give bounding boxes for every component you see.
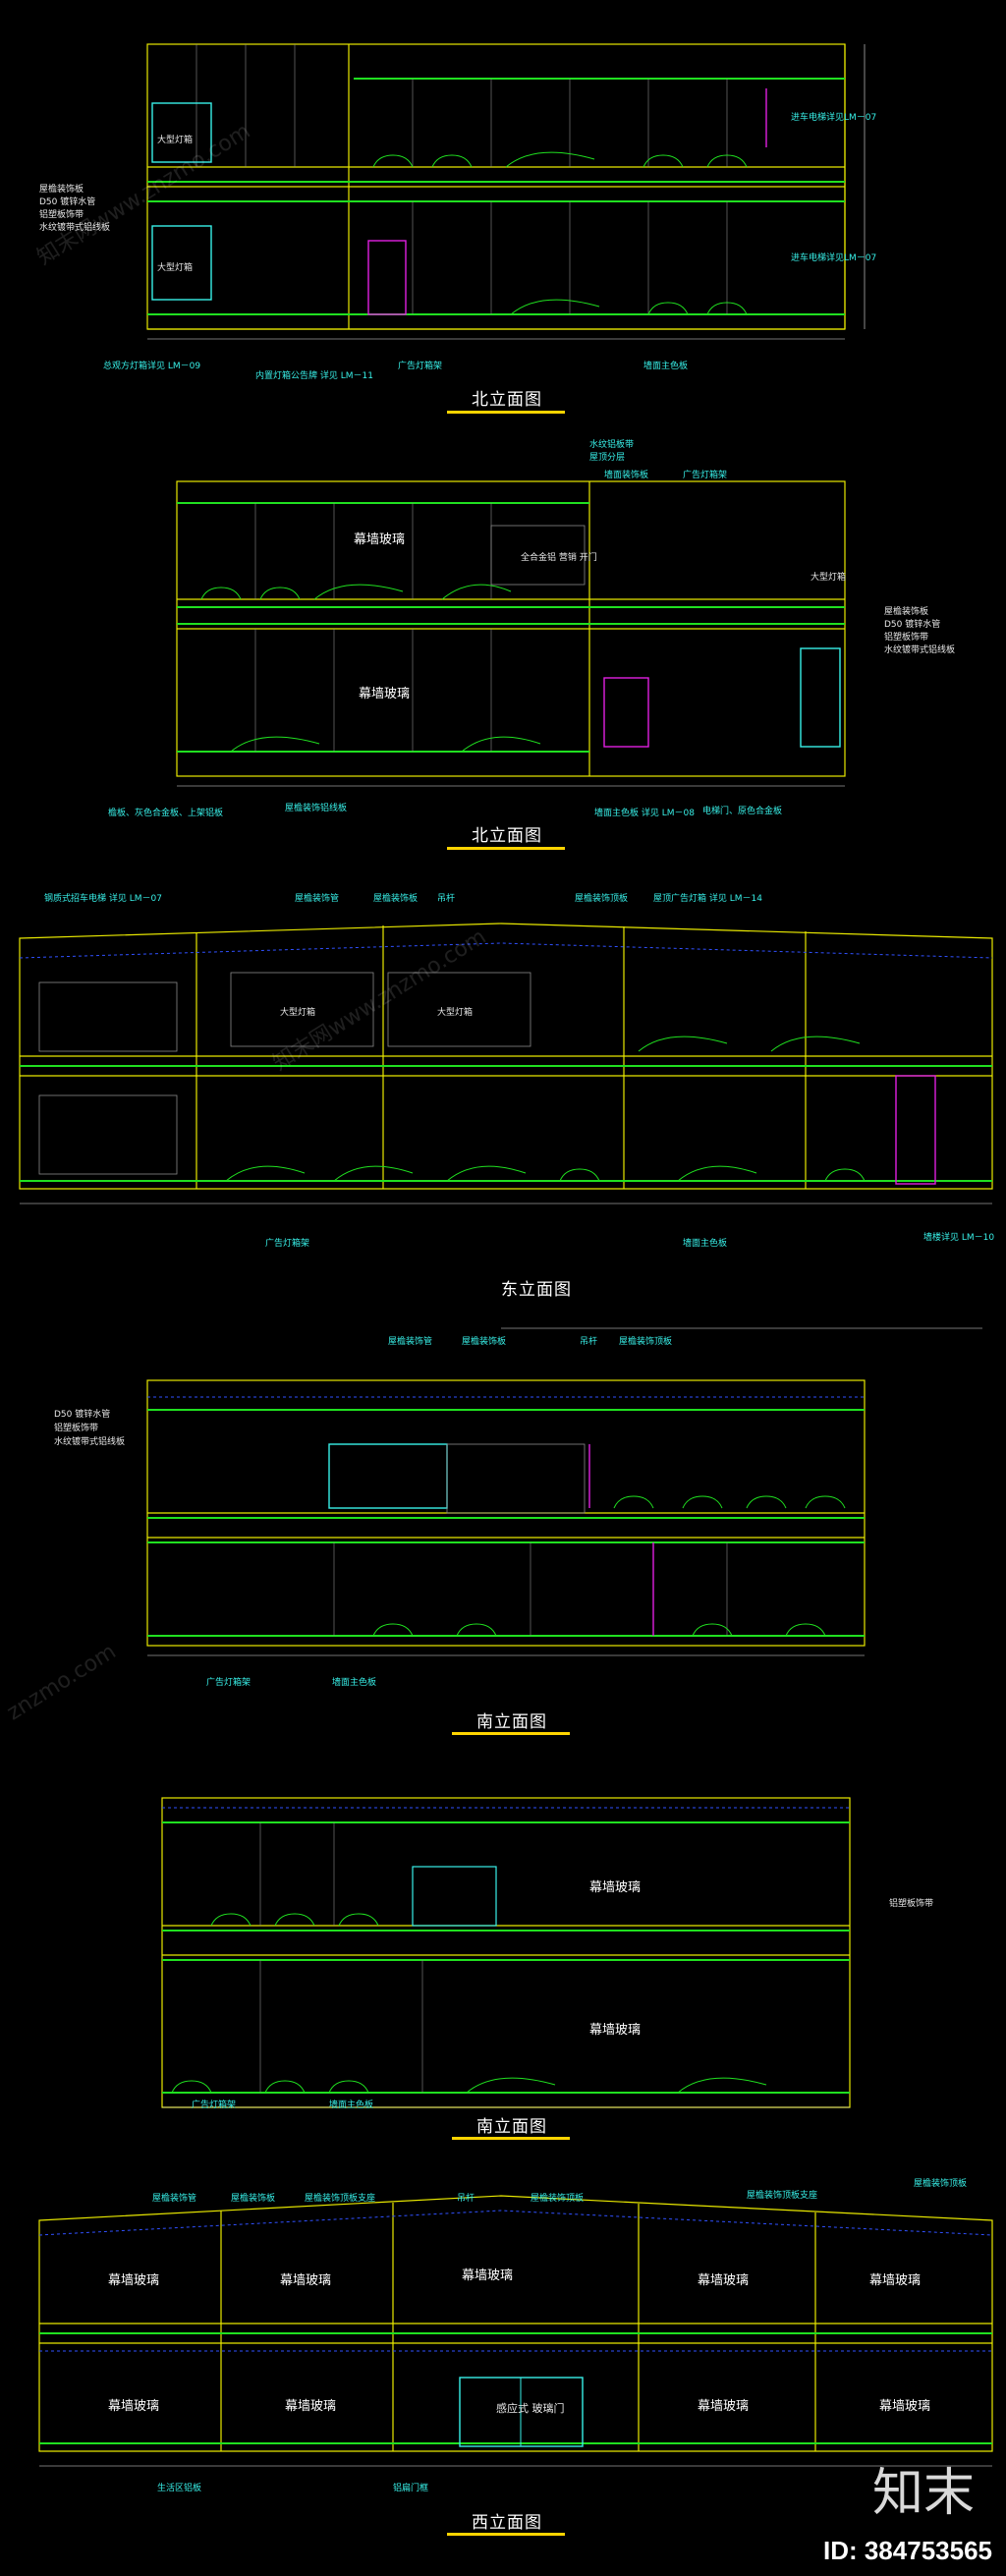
label-r1: 铝塑板饰带	[889, 1899, 934, 1909]
label-t1: 钢质式招车电梯 详见 LM－07	[44, 894, 162, 904]
label-t5: 屋檐装饰顶板	[575, 894, 629, 904]
elevation-north-2: 幕墙玻璃 幕墙玻璃 全合金铝 营销 开门 水纹铝板带 屋顶分层 墙面装饰板 广告…	[0, 432, 1006, 855]
label-l1: D50 镀锌水管	[54, 1410, 111, 1420]
drawing-title-east: 东立面图	[501, 1280, 572, 1300]
elevation-south-1-drawing	[146, 1327, 982, 1656]
label-b3: 广告灯箱架	[398, 362, 443, 371]
glass-label-8: 幕墙玻璃	[698, 2399, 750, 2414]
glass-label-7: 幕墙玻璃	[285, 2399, 337, 2414]
label-eave: 屋檐装饰板	[39, 185, 84, 195]
title-underline	[447, 2533, 565, 2536]
drawing-title-south-2: 南立面图	[476, 2117, 547, 2137]
glass-label-9: 幕墙玻璃	[879, 2399, 931, 2414]
label-r7: 铝塑板饰带	[884, 633, 929, 643]
label-t7: 屋檐装饰顶板	[914, 2179, 968, 2189]
elevation-west: 屋檐装饰管 屋檐装饰板 屋檐装饰顶板支座 吊杆 屋檐装饰顶板 屋檐装饰顶板支座 …	[0, 2156, 1006, 2576]
label-t3: 吊杆	[580, 1337, 598, 1347]
label-lightbox-2: 大型灯箱	[437, 1008, 474, 1018]
label-r9: 大型灯箱	[810, 573, 847, 583]
label-b2: 墙面主色板	[332, 1678, 377, 1688]
label-t6: 屋顶广告灯箱 详见 LM－14	[653, 894, 762, 904]
label-pipe: D50 镀锌水管	[39, 197, 96, 207]
elevation-north-1: 进车电梯详见LM－07 进车电梯详见LM－07 屋檐装饰板 D50 镀锌水管 铝…	[0, 0, 1006, 432]
glass-label-4: 幕墙玻璃	[698, 2273, 750, 2288]
label-t1: 屋檐装饰管	[152, 2194, 197, 2204]
label-t4: 吊杆	[457, 2194, 475, 2204]
label-r8: 水纹镀带式铝线板	[884, 645, 956, 655]
label-b2: 屋檐装饰铝线板	[285, 804, 348, 813]
label-alu-band: 铝塑板饰带	[39, 210, 84, 220]
brand-logo: 知末	[871, 2464, 975, 2523]
title-underline	[452, 1732, 570, 1735]
drawing-title-north-1: 北立面图	[472, 390, 542, 410]
elevation-south-1: 屋檐装饰管 屋檐装饰板 吊杆 屋檐装饰顶板 D50 镀锌水管 铝塑板饰带 水纹镀…	[0, 1307, 1006, 1749]
label-b1: 广告灯箱架	[265, 1239, 310, 1249]
label-l2: 铝塑板饰带	[54, 1424, 99, 1433]
label-r4: 广告灯箱架	[683, 471, 728, 480]
glass-label-1: 幕墙玻璃	[108, 2273, 160, 2288]
title-underline	[452, 2137, 570, 2140]
elevation-west-drawing	[38, 2195, 993, 2467]
label-lightbox-2: 大型灯箱	[157, 263, 194, 273]
drawing-title-north-2: 北立面图	[472, 826, 542, 846]
label-b2: 墙面主色板	[683, 1239, 728, 1249]
label-b1: 生活区铝板	[157, 2484, 202, 2493]
label-b2: 墙面主色板	[329, 2100, 374, 2110]
label-b1: 广告灯箱架	[206, 1678, 252, 1688]
label-b4: 电梯门、原色合金板	[702, 807, 783, 816]
label-entrance: 全合金铝 营销 开门	[521, 553, 597, 563]
label-lightbox-1: 大型灯箱	[280, 1008, 316, 1018]
elevation-south-2-drawing	[161, 1797, 851, 2108]
label-lift-lower: 进车电梯详见LM－07	[791, 253, 877, 263]
label-r2: 屋顶分层	[589, 453, 626, 463]
glass-label-upper: 幕墙玻璃	[354, 532, 406, 547]
drawing-title-west: 西立面图	[472, 2513, 542, 2533]
label-b1: 檐板、灰色合金板、上架铝板	[108, 809, 224, 818]
drawing-title-south-1: 南立面图	[476, 1712, 547, 1732]
elevation-south-2: 幕墙玻璃 幕墙玻璃 铝塑板饰带 广告灯箱架 墙面主色板 南立面图	[0, 1768, 1006, 2152]
label-t4: 吊杆	[437, 894, 456, 904]
label-lift-upper: 进车电梯详见LM－07	[791, 113, 877, 123]
label-t3: 屋檐装饰板	[373, 894, 419, 904]
glass-label-5: 幕墙玻璃	[869, 2273, 922, 2288]
label-b1: 总观方灯箱详见 LM－09	[103, 362, 201, 371]
label-b2: 内置灯箱公告牌 详见 LM－11	[255, 371, 373, 381]
elevation-east-drawing	[19, 923, 993, 1204]
label-lightbox-1: 大型灯箱	[157, 136, 194, 145]
label-sensor-door: 感应式 玻璃门	[496, 2402, 565, 2415]
label-t2: 屋檐装饰板	[231, 2194, 276, 2204]
brand-id: ID: 384753565	[822, 2536, 992, 2565]
elevation-east: 钢质式招车电梯 详见 LM－07 屋檐装饰管 屋檐装饰板 吊杆 屋檐装饰顶板 屋…	[0, 865, 1006, 1300]
label-t2: 屋檐装饰管	[295, 894, 340, 904]
elevation-north-2-drawing	[176, 480, 846, 787]
label-t6: 屋檐装饰顶板支座	[747, 2191, 818, 2201]
title-underline	[447, 411, 565, 414]
glass-label-upper: 幕墙玻璃	[589, 1880, 642, 1895]
label-l3: 水纹镀带式铝线板	[54, 1437, 126, 1447]
label-r5: 屋檐装饰板	[884, 607, 929, 617]
label-r6: D50 镀锌水管	[884, 620, 941, 630]
label-b1: 广告灯箱架	[192, 2100, 237, 2110]
elevation-north-1-drawing	[146, 43, 866, 340]
label-b3: 墙面主色板 详见 LM－08	[594, 809, 695, 818]
label-wave-panel: 水纹镀带式铝线板	[39, 223, 111, 233]
label-r1: 水纹铝板带	[589, 440, 635, 450]
glass-label-6: 幕墙玻璃	[108, 2399, 160, 2414]
label-t2: 屋檐装饰板	[462, 1337, 507, 1347]
label-t1: 屋檐装饰管	[388, 1337, 433, 1347]
glass-label-3: 幕墙玻璃	[462, 2268, 514, 2283]
label-t5: 屋檐装饰顶板	[531, 2194, 585, 2204]
label-t4: 屋檐装饰顶板	[619, 1337, 673, 1347]
label-b3: 墙楼详见 LM－10	[923, 1233, 995, 1243]
title-underline	[447, 847, 565, 850]
glass-label-2: 幕墙玻璃	[280, 2273, 332, 2288]
label-b2: 铝扁门框	[393, 2484, 429, 2493]
label-r3: 墙面装饰板	[604, 471, 649, 480]
label-b4: 墙面主色板	[643, 362, 689, 371]
glass-label-lower: 幕墙玻璃	[359, 687, 411, 701]
label-t3: 屋檐装饰顶板支座	[305, 2194, 376, 2204]
glass-label-lower: 幕墙玻璃	[589, 2023, 642, 2038]
